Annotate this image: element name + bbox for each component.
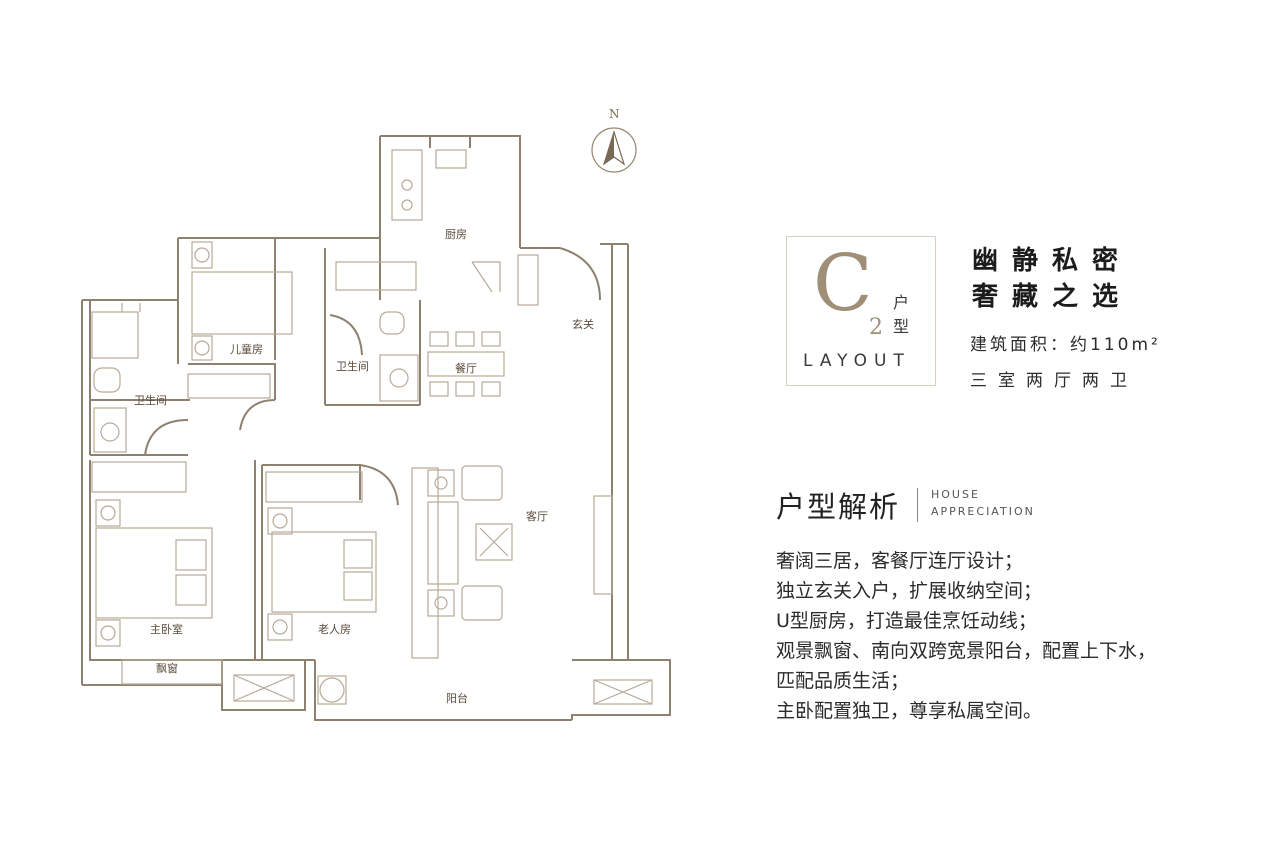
room-label-elder: 老人房 (318, 623, 351, 636)
analysis-title-en-2: APPRECIATION (931, 505, 1035, 518)
door-arc-entrance (559, 247, 601, 301)
slogan-line-2: 奢藏之选 (972, 282, 1133, 312)
tv-cabinet (411, 467, 439, 659)
door-arc-children (239, 399, 276, 431)
room-label-master: 主卧室 (150, 622, 183, 636)
room-label-bay-window: 飘窗 (156, 661, 178, 675)
elder-wardrobe (265, 471, 363, 503)
analysis-title: 户型解析 (776, 490, 901, 524)
toilet-mid (379, 311, 405, 335)
feature-list: 奢阔三居，客餐厅连厅设计； 独立玄关入户，扩展收纳空间； U型厨房，打造最佳烹饪… (776, 546, 1156, 726)
elder-bed (271, 531, 377, 613)
feature-item: U型厨房，打造最佳烹饪动线； (776, 610, 1037, 632)
coffee-table (475, 523, 513, 561)
spec-rooms: 三室两厅两卫 (970, 371, 1138, 391)
compass-icon (591, 127, 637, 173)
outer-wall-top (178, 237, 628, 249)
analysis-divider (917, 488, 918, 522)
floor-plan: 厨房 儿童房 卫生间 卫生间 餐厅 玄关 客厅 主卧室 老人房 飘窗 阳台 N (81, 107, 671, 721)
outer-wall-right (611, 244, 629, 660)
sofa (427, 501, 459, 585)
feature-item: 奢阔三居，客餐厅连厅设计； (776, 550, 1024, 572)
bay-window (121, 659, 223, 685)
washer (319, 677, 345, 703)
room-label-living: 客厅 (526, 509, 548, 523)
feature-item: 主卧配置独卫，尊享私属空间。 (776, 700, 1043, 722)
feature-item: 观景飘窗、南向双跨宽景阳台，配置上下水， (776, 640, 1157, 662)
layout-badge: C 2 户 型 LAYOUT (786, 236, 936, 386)
door-arc-master (144, 419, 189, 456)
balcony-left-box (221, 660, 306, 711)
toilet-left (93, 367, 121, 393)
room-label-bath-left: 卫生间 (134, 393, 167, 407)
master-wardrobe (91, 461, 187, 493)
compass-north-label: N (609, 107, 620, 121)
kitchen-counter (391, 149, 423, 221)
room-label-kitchen: 厨房 (445, 228, 467, 241)
layout-number: 2 (869, 315, 883, 340)
inner-wall-bath-left (89, 300, 190, 456)
basin-left (93, 407, 127, 453)
children-bed (191, 271, 293, 335)
slogan-line-1: 幽静私密 (972, 246, 1133, 276)
kitchen-sink (435, 149, 467, 169)
armchair-bottom (461, 585, 503, 621)
feature-item: 独立玄关入户，扩展收纳空间； (776, 580, 1043, 602)
ac-unit-left (233, 674, 295, 702)
dining-table (427, 351, 505, 377)
door-arc-bath (329, 314, 363, 356)
basin-mid (379, 354, 419, 402)
kitchen-walls (379, 135, 521, 300)
master-bed (95, 527, 213, 619)
layout-caption: LAYOUT (803, 351, 911, 371)
layout-letter: C (813, 239, 873, 329)
room-label-bath-mid: 卫生间 (336, 359, 369, 373)
room-label-entrance: 玄关 (572, 317, 594, 331)
door-arc-elder (359, 464, 399, 506)
tv-unit-right (593, 495, 613, 595)
room-label-dining: 餐厅 (455, 361, 477, 375)
room-label-balcony: 阳台 (446, 691, 468, 705)
inner-wall-children (188, 238, 276, 400)
armchair-top (461, 465, 503, 501)
layout-word-2: 型 (893, 317, 910, 336)
spec-area: 建筑面积：约110m² (970, 335, 1161, 355)
inner-wall-bath-mid (324, 248, 421, 406)
ac-unit-right (593, 679, 653, 705)
children-wardrobe (187, 373, 271, 399)
feature-item: 匹配品质生活； (776, 670, 910, 692)
layout-word-1: 户 (893, 293, 910, 312)
kitchen-cabinet (517, 254, 539, 306)
analysis-title-en-1: HOUSE (931, 488, 980, 501)
room-label-children: 儿童房 (230, 342, 263, 356)
outer-wall-left-upper (81, 238, 179, 685)
